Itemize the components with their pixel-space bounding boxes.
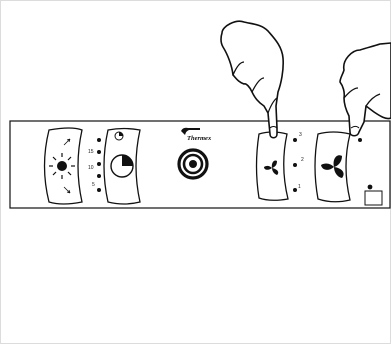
clock-small-icon <box>114 131 124 141</box>
light-button[interactable] <box>43 127 83 205</box>
fan-large-icon <box>321 155 344 178</box>
fan-high-button[interactable] <box>314 131 351 203</box>
timer-button[interactable] <box>103 127 141 205</box>
light-bulb-icon <box>49 153 75 179</box>
fan-low-button[interactable] <box>255 131 289 201</box>
timer-mark-15: 15 <box>88 149 94 155</box>
indicator-led <box>97 162 101 166</box>
timer-indicators: 15 10 5 <box>88 138 101 192</box>
indicator-led <box>97 174 101 178</box>
fan-small-icon <box>264 160 279 175</box>
indicator-led <box>97 188 101 192</box>
brand-logo: Thermex <box>181 127 212 142</box>
brand-name: Thermex <box>187 135 212 142</box>
indicator-led <box>97 138 101 142</box>
speed-led-2 <box>293 163 297 167</box>
power-knob[interactable] <box>177 148 209 180</box>
speed-led-3 <box>293 138 297 142</box>
speed-mark-2: 2 <box>301 157 304 163</box>
speed-led-1 <box>293 188 297 192</box>
speed-mark-3: 3 <box>299 132 302 138</box>
timer-icon <box>110 154 134 178</box>
pointing-hand-icon <box>220 20 284 139</box>
speed-mark-1: 1 <box>298 184 301 190</box>
timer-mark-5: 5 <box>92 182 95 188</box>
indicator-led <box>367 184 373 190</box>
indicator-led <box>97 150 101 154</box>
fan-speed-indicators: 3 2 1 <box>293 132 304 192</box>
indicator-led <box>358 138 362 142</box>
dim-arrows-icon <box>63 138 71 194</box>
pointing-hand-icon <box>339 42 391 137</box>
auxiliary-switch[interactable] <box>364 190 383 206</box>
timer-mark-10: 10 <box>88 165 94 171</box>
